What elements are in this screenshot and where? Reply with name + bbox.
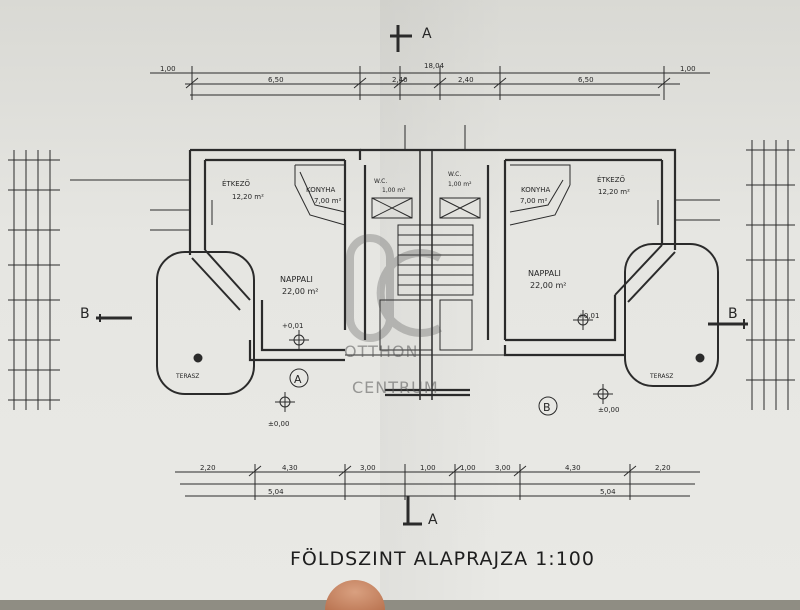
column-right xyxy=(695,353,705,363)
room-wc-right-name: W.C. xyxy=(448,171,461,178)
room-etkezo-left-area: 12,20 m² xyxy=(232,193,264,201)
room-etkezo-right-area: 12,20 m² xyxy=(598,188,630,196)
room-nappali-right-area: 22,00 m² xyxy=(530,281,566,290)
room-wc-right-area: 1,00 m² xyxy=(448,181,472,188)
room-wc-left-name: W.C. xyxy=(374,178,387,185)
room-nappali-right-name: NAPPALI xyxy=(528,269,561,278)
dim-bottom-4: 1,00 xyxy=(420,464,436,472)
section-b-right-marker xyxy=(708,319,748,329)
room-konyha-left-area: 7,00 m² xyxy=(314,197,342,205)
dim-top-1: 1,00 xyxy=(160,65,176,73)
room-nappali-left-name: NAPPALI xyxy=(280,275,313,284)
dim-top-5: 6,50 xyxy=(578,76,594,84)
level-ground-left: ±0,00 xyxy=(268,420,289,428)
room-konyha-right-name: KONYHA xyxy=(521,186,550,194)
room-konyha-right-area: 7,00 m² xyxy=(520,197,548,205)
watermark-text-line1: OTTHON xyxy=(344,342,419,361)
diagonal-walls xyxy=(191,244,676,311)
section-a-bottom-marker xyxy=(403,496,422,526)
section-a-top-marker xyxy=(390,25,412,52)
level-floor-left: +0,01 xyxy=(282,322,303,330)
wc-fixture-left xyxy=(371,197,413,219)
axis-a-bubble xyxy=(289,368,309,388)
dim-top-6: 1,00 xyxy=(680,65,696,73)
dim-top-3: 2,40 xyxy=(392,76,408,84)
room-nappali-left-area: 22,00 m² xyxy=(282,287,318,296)
dim-top-total: 18,04 xyxy=(424,62,445,70)
room-etkezo-left-name: ÉTKEZŐ xyxy=(222,179,251,188)
drawing-title: FÖLDSZINT ALAPRAJZA 1:100 xyxy=(290,548,595,570)
section-a-bottom-label: A xyxy=(428,512,438,528)
level-markers xyxy=(275,310,613,412)
dim-bottom-sum-right: 5,04 xyxy=(600,488,616,496)
room-konyha-left-name: KONYHA xyxy=(306,186,335,194)
axis-a-label: A xyxy=(294,373,302,386)
column-left xyxy=(193,353,203,363)
top-dimension-chain xyxy=(150,66,710,100)
kitchen-counter-left xyxy=(294,164,346,226)
kitchen-counter-right xyxy=(509,164,571,226)
section-b-right-label: B xyxy=(728,306,738,322)
section-b-left-label: B xyxy=(80,306,90,322)
terrace-right xyxy=(624,243,719,387)
dim-bottom-1: 2,20 xyxy=(200,464,216,472)
room-etkezo-right-name: ÉTKEZŐ xyxy=(597,175,626,184)
dim-bottom-2: 4,30 xyxy=(282,464,298,472)
room-wc-left-area: 1,00 m² xyxy=(382,187,406,194)
room-terasz-right-name: TERASZ xyxy=(649,373,673,380)
dim-top-4: 2,40 xyxy=(458,76,474,84)
level-floor-right: +0,01 xyxy=(578,312,599,320)
right-dimension-ladder xyxy=(746,140,795,410)
dim-bottom-7: 4,30 xyxy=(565,464,581,472)
room-terasz-left-name: TERASZ xyxy=(175,373,199,380)
dim-bottom-6: 3,00 xyxy=(495,464,511,472)
dim-top-2: 6,50 xyxy=(268,76,284,84)
bottom-dimension-chain xyxy=(175,464,700,500)
axis-b-bubble xyxy=(538,396,558,416)
dim-bottom-8: 2,20 xyxy=(655,464,671,472)
staircase xyxy=(379,224,474,351)
axis-b-label: B xyxy=(543,401,551,414)
terrace-left xyxy=(156,251,255,395)
dim-bottom-3: 3,00 xyxy=(360,464,376,472)
watermark-text-line2: CENTRUM xyxy=(352,378,439,397)
dim-bottom-5: 1,00 xyxy=(460,464,476,472)
left-dimension-ladder xyxy=(8,150,60,410)
wall-ticks xyxy=(70,125,720,231)
wc-fixture-right xyxy=(439,197,481,219)
dim-bottom-sum-left: 5,04 xyxy=(268,488,284,496)
section-a-top-label: A xyxy=(422,26,432,42)
section-b-left-marker xyxy=(96,314,132,322)
watermark-logo xyxy=(346,234,442,342)
level-ground-right: ±0,00 xyxy=(598,406,619,414)
